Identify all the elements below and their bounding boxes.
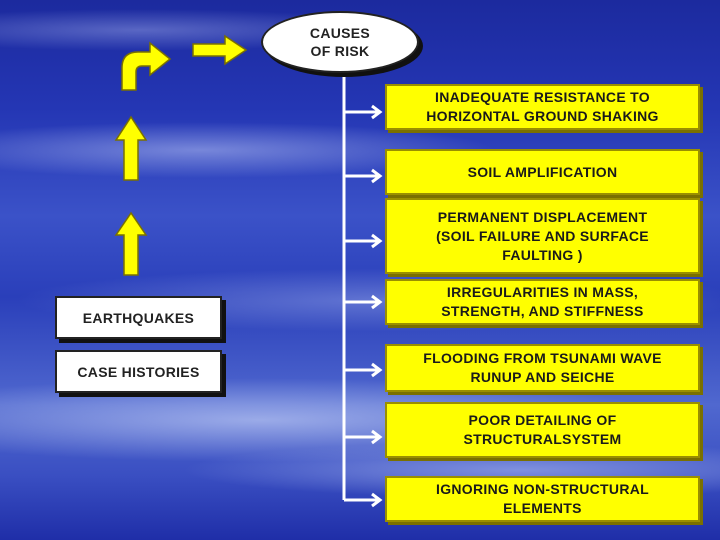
branch-7-head: [371, 492, 383, 508]
earthquakes-box: EARTHQUAKES: [55, 296, 222, 339]
cause-line: POOR DETAILING OF: [468, 412, 617, 428]
cause-line: FLOODING FROM TSUNAMI WAVE: [423, 350, 662, 366]
cause-box-non-structural: IGNORING NON-STRUCTURAL ELEMENTS: [385, 476, 700, 522]
branch-3-head: [371, 233, 383, 249]
cause-line: ELEMENTS: [503, 500, 582, 516]
cause-box-permanent-displacement: PERMANENT DISPLACEMENT (SOIL FAILURE AND…: [385, 198, 700, 274]
cause-box-poor-detailing: POOR DETAILING OF STRUCTURALSYSTEM: [385, 402, 700, 458]
case-histories-box: CASE HISTORIES: [55, 350, 222, 393]
case-histories-label: CASE HISTORIES: [77, 363, 200, 380]
cause-line: SOIL AMPLIFICATION: [467, 163, 618, 180]
cause-line: RUNUP AND SEICHE: [470, 369, 615, 385]
title-line-2: OF RISK: [310, 43, 370, 59]
cause-box-horizontal-shaking: INADEQUATE RESISTANCE TO HORIZONTAL GROU…: [385, 84, 700, 130]
cause-box-irregularities: IRREGULARITIES IN MASS, STRENGTH, AND ST…: [385, 279, 700, 325]
cause-line: STRUCTURALSYSTEM: [463, 431, 622, 447]
cause-line: (SOIL FAILURE AND SURFACE: [436, 227, 649, 244]
branch-6-head: [371, 429, 383, 445]
branch-arrows: [344, 104, 383, 508]
cause-line: INADEQUATE RESISTANCE TO: [435, 89, 650, 105]
up-arrow-lower: [114, 211, 148, 276]
cause-line: IGNORING NON-STRUCTURAL: [436, 481, 649, 497]
cause-line: IRREGULARITIES IN MASS,: [446, 284, 639, 300]
title-line-1: CAUSES: [309, 25, 371, 41]
branch-2-head: [371, 168, 383, 184]
cause-line: HORIZONTAL GROUND SHAKING: [426, 108, 659, 124]
cause-line: PERMANENT DISPLACEMENT: [437, 208, 648, 225]
branch-1-head: [371, 104, 383, 120]
earthquakes-label: EARTHQUAKES: [82, 309, 195, 326]
up-arrow-upper: [114, 115, 148, 181]
cause-line: FAULTING ): [502, 246, 583, 263]
cause-line: STRENGTH, AND STIFFNESS: [441, 303, 644, 319]
branch-5-head: [371, 362, 383, 378]
causes-of-risk-title: CAUSES OF RISK: [261, 11, 419, 73]
right-arrow: [192, 34, 248, 66]
cause-box-tsunami-flooding: FLOODING FROM TSUNAMI WAVE RUNUP AND SEI…: [385, 344, 700, 392]
cause-box-soil-amplification: SOIL AMPLIFICATION: [385, 149, 700, 195]
curved-arrow: [121, 41, 172, 91]
branch-4-head: [371, 294, 383, 310]
